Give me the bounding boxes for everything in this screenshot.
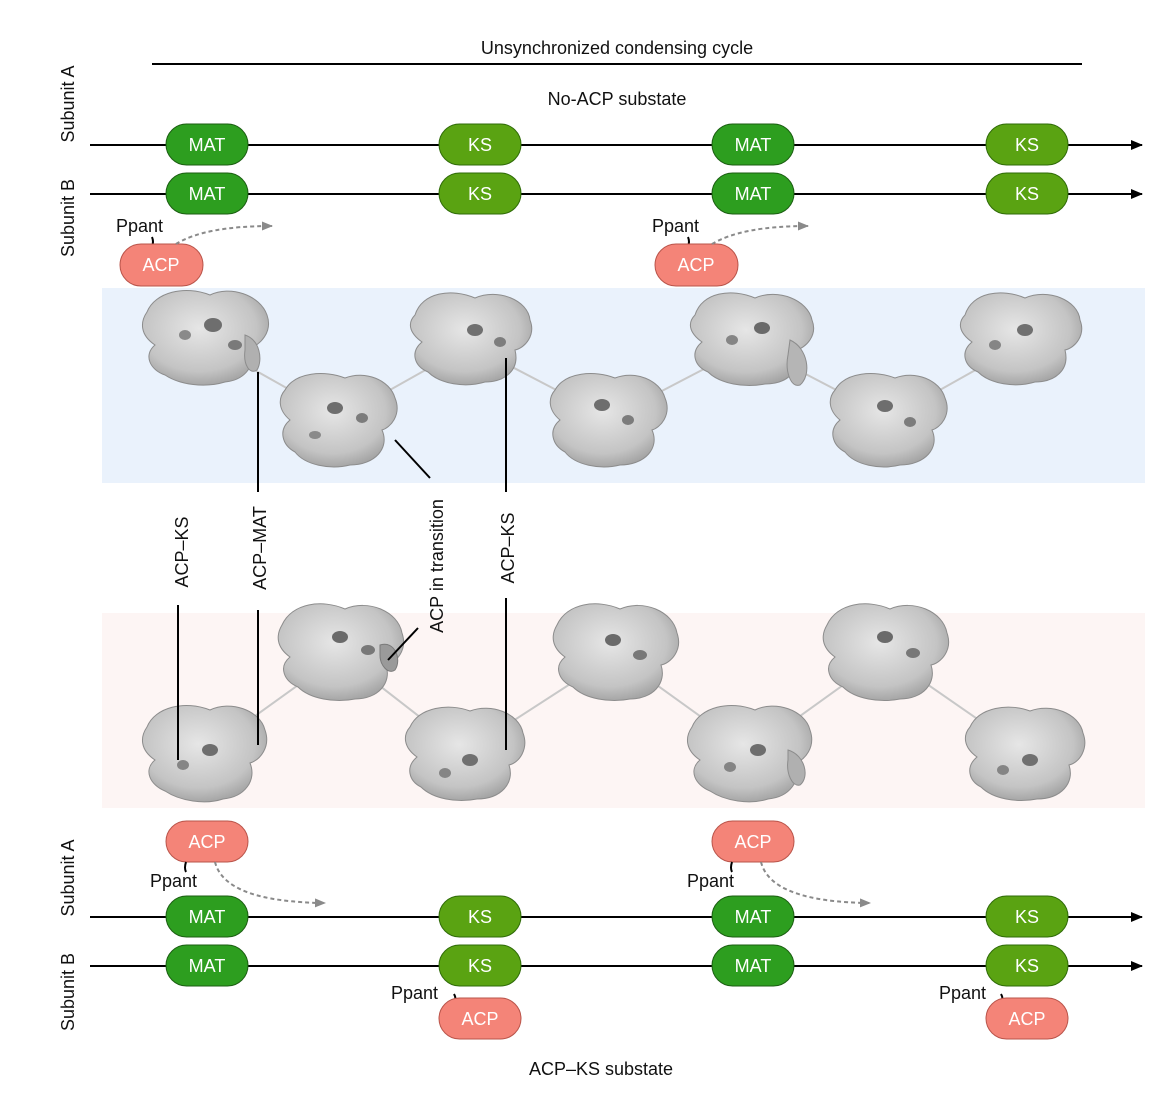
callout-acp-in-transition: ACP in transition	[427, 499, 447, 633]
bottom-b-domain-2: KS	[438, 944, 522, 987]
svg-text:KS: KS	[468, 907, 492, 927]
bottom-b-domain-3: MAT	[711, 944, 795, 987]
bottom-subunit-a-label: Subunit A	[58, 839, 78, 916]
svg-text:MAT: MAT	[735, 135, 772, 155]
bottom-a-domain-3: MAT	[711, 895, 795, 938]
svg-text:KS: KS	[468, 184, 492, 204]
bottom-density-2	[277, 603, 404, 701]
top-a-domain-3: MAT	[711, 123, 795, 166]
bottom-acp-ks-1: Ppant ACP	[391, 983, 522, 1040]
top-b-domain-4: KS	[985, 172, 1069, 215]
svg-text:Ppant: Ppant	[652, 216, 699, 236]
top-a-domain-4: KS	[985, 123, 1069, 166]
bottom-density-4	[552, 603, 679, 701]
svg-text:MAT: MAT	[189, 907, 226, 927]
bottom-a-domain-4: KS	[985, 895, 1069, 938]
svg-text:ACP: ACP	[142, 255, 179, 275]
svg-text:MAT: MAT	[735, 184, 772, 204]
svg-text:KS: KS	[468, 956, 492, 976]
top-free-acp-2: Ppant ACP	[652, 216, 809, 287]
bottom-acp-ks-2: Ppant ACP	[939, 983, 1069, 1040]
top-subunit-b-label: Subunit B	[58, 179, 78, 257]
bottom-a-domain-2: KS	[438, 895, 522, 938]
top-subunit-a-label: Subunit A	[58, 65, 78, 142]
bottom-subunit-b-label: Subunit B	[58, 953, 78, 1031]
top-b-domain-2: KS	[438, 172, 522, 215]
svg-text:ACP: ACP	[677, 255, 714, 275]
bottom-a-domain-1: MAT	[165, 895, 249, 938]
svg-text:KS: KS	[1015, 907, 1039, 927]
svg-text:KS: KS	[1015, 956, 1039, 976]
svg-text:MAT: MAT	[189, 184, 226, 204]
svg-text:Ppant: Ppant	[391, 983, 438, 1003]
svg-text:ACP: ACP	[461, 1009, 498, 1029]
svg-text:Ppant: Ppant	[687, 871, 734, 891]
svg-text:ACP: ACP	[734, 832, 771, 852]
top-a-domain-2: KS	[438, 123, 522, 166]
bottom-density-5	[687, 705, 813, 803]
top-density-6	[829, 373, 948, 468]
bottom-density-3	[404, 706, 526, 801]
top-density-1	[142, 290, 269, 386]
bottom-b-domain-4: KS	[985, 944, 1069, 987]
svg-text:ACP: ACP	[188, 832, 225, 852]
svg-text:ACP: ACP	[1008, 1009, 1045, 1029]
bottom-b-domain-1: MAT	[165, 944, 249, 987]
svg-text:MAT: MAT	[735, 956, 772, 976]
top-density-3	[409, 292, 533, 386]
top-a-domain-1: MAT	[165, 123, 249, 166]
top-b-domain-3: MAT	[711, 172, 795, 215]
svg-text:Ppant: Ppant	[150, 871, 197, 891]
top-substate-label: No-ACP substate	[548, 89, 687, 109]
bottom-substate-label: ACP–KS substate	[529, 1059, 673, 1079]
svg-text:KS: KS	[468, 135, 492, 155]
callout-line-transition-upper	[394, 439, 431, 479]
svg-text:Ppant: Ppant	[116, 216, 163, 236]
top-density-5	[689, 292, 814, 386]
callout-acp-ks-right: ACP–KS	[498, 512, 518, 583]
svg-text:MAT: MAT	[189, 956, 226, 976]
callout-line-transition-lower	[387, 627, 419, 661]
callout-acp-ks-left: ACP–KS	[172, 516, 192, 587]
svg-text:KS: KS	[1015, 184, 1039, 204]
svg-text:KS: KS	[1015, 135, 1039, 155]
top-b-domain-1: MAT	[165, 172, 249, 215]
top-density-7	[959, 292, 1083, 386]
svg-text:MAT: MAT	[735, 907, 772, 927]
callout-acp-mat: ACP–MAT	[250, 506, 270, 590]
bottom-density-7	[964, 706, 1086, 801]
bottom-density-1	[142, 705, 268, 803]
top-density-4	[549, 373, 668, 468]
svg-text:Ppant: Ppant	[939, 983, 986, 1003]
svg-text:MAT: MAT	[189, 135, 226, 155]
bottom-acp-mat-2: ACP Ppant	[687, 820, 871, 908]
diagram-title: Unsynchronized condensing cycle	[481, 38, 753, 58]
top-density-2	[279, 373, 398, 468]
top-free-acp-1: Ppant ACP	[116, 216, 273, 287]
bottom-acp-mat-1: ACP Ppant	[150, 820, 326, 908]
bottom-density-6	[822, 603, 949, 701]
